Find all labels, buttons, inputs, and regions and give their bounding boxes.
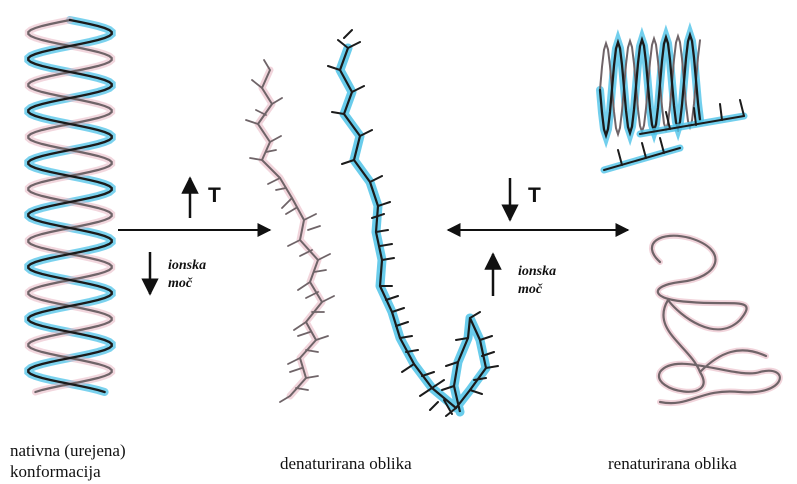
native-caption-line2: konformacija <box>10 461 126 482</box>
renatured-random-coil <box>652 236 780 403</box>
left-ionic-strength-label: ionska moč <box>168 257 206 293</box>
denatured-strand-dark <box>328 30 498 416</box>
native-caption-line1: nativna (urejena) <box>10 440 126 461</box>
left-ionic-word-2: moč <box>168 275 206 293</box>
left-temperature-label: T <box>208 184 221 208</box>
renatured-helix <box>600 35 744 170</box>
right-ionic-word-2: moč <box>518 281 556 299</box>
denatured-caption: denaturirana oblika <box>280 453 412 474</box>
renatured-caption: renaturirana oblika <box>608 453 737 474</box>
right-ionic-strength-label: ionska moč <box>518 263 556 299</box>
native-double-helix <box>28 20 111 392</box>
native-caption: nativna (urejena) konformacija <box>10 440 126 482</box>
right-ionic-word: ionska <box>518 263 556 281</box>
right-temperature-label: T <box>528 184 541 208</box>
left-ionic-word: ionska <box>168 257 206 275</box>
